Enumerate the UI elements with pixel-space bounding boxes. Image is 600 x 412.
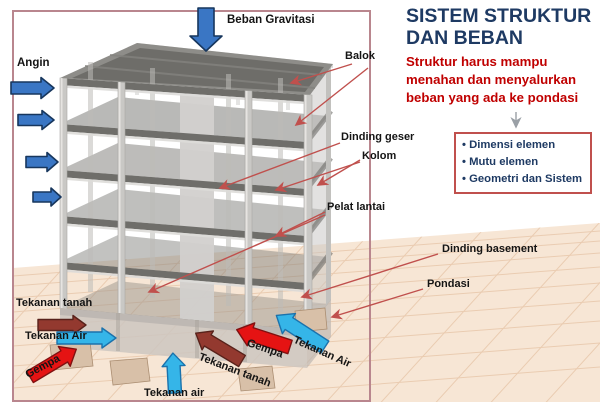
earth-pressure-arrow-left xyxy=(37,314,87,336)
pointer-pelat-lower xyxy=(147,214,326,294)
label-angin: Angin xyxy=(17,57,50,69)
label-kolom: Kolom xyxy=(362,150,397,162)
water-pressure-arrow-right xyxy=(275,312,330,354)
pointer-kolom-mid xyxy=(274,161,361,193)
pointer-balok-roof xyxy=(289,63,353,86)
wind-arrow-4 xyxy=(32,187,62,207)
water-pressure-arrow-left xyxy=(56,327,117,349)
label-pondasi: Pondasi xyxy=(427,278,470,290)
label-tekanan-air-left: Tekanan Air xyxy=(25,330,87,342)
water-pressure-arrow-bottom xyxy=(161,352,186,395)
label-tekanan-tanah-left: Tekanan tanah xyxy=(16,297,93,309)
diagram-border xyxy=(12,10,371,402)
earth-pressure-arrow-bottom xyxy=(195,330,247,368)
subtitle-line-2: menahan dan menyalurkan xyxy=(406,71,577,87)
quake-arrow-right xyxy=(236,322,293,355)
wind-arrow-2 xyxy=(17,109,55,131)
pointer-dinding-geser xyxy=(218,142,341,190)
gravity-load-arrow xyxy=(189,7,223,52)
wind-arrow-3 xyxy=(25,151,59,173)
subtitle-text: Struktur harus mampu menahan dan menyalu… xyxy=(406,53,596,107)
subtitle-line-3: beban yang ada ke pondasi xyxy=(406,89,579,105)
requirement-item-2: Mutu elemen xyxy=(462,154,586,171)
requirement-item-3: Geometri dan Sistem xyxy=(462,171,586,188)
building-right-face xyxy=(305,64,333,330)
wind-arrow-1 xyxy=(10,76,55,100)
label-beban-gravitasi: Beban Gravitasi xyxy=(227,14,315,26)
label-balok: Balok xyxy=(345,50,375,62)
pointer-balok-beam xyxy=(294,67,369,127)
requirements-box: Dimensi elemen Mutu elemen Geometri dan … xyxy=(454,132,592,194)
subtitle-line-1: Struktur harus mampu xyxy=(406,54,548,69)
building-shear-wall xyxy=(180,86,214,322)
pointer-pelat-upper xyxy=(274,211,326,237)
label-dinding-geser: Dinding geser xyxy=(341,131,415,143)
quake-arrow-left xyxy=(25,345,77,384)
page-title: SISTEM STRUKTUR DAN BEBAN xyxy=(406,5,592,50)
building-model xyxy=(49,43,333,392)
label-dinding-basement: Dinding basement xyxy=(442,243,538,255)
label-pelat-lantai: Pelat lantai xyxy=(327,201,386,213)
pointer-dinding-basement xyxy=(300,253,439,300)
requirement-item-1: Dimensi elemen xyxy=(462,137,586,154)
building-roof-slab xyxy=(60,43,333,95)
label-tekanan-air-bottom: Tekanan air xyxy=(144,387,205,399)
pointer-pondasi xyxy=(330,288,424,320)
